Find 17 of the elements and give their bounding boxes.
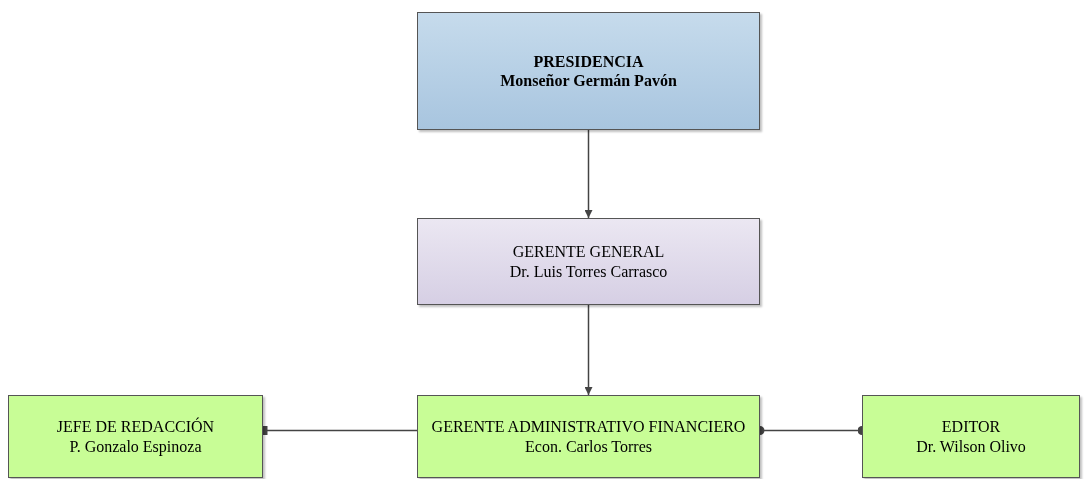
- org-box: [417, 395, 760, 478]
- role-title: GERENTE ADMINISTRATIVO FINANCIERO: [431, 417, 746, 437]
- person-name: Dr. Wilson Olivo: [916, 436, 1026, 456]
- role-title: JEFE DE REDACCIÓN: [56, 417, 215, 437]
- org-box: [417, 218, 760, 305]
- role-title: PRESIDENCIA: [533, 51, 644, 71]
- person-name: P. Gonzalo Espinoza: [69, 436, 202, 456]
- org-box: [8, 395, 263, 478]
- person-name: Monseñor Germán Pavón: [500, 71, 677, 91]
- connector: [584, 304, 593, 396]
- org-box: [417, 12, 760, 130]
- person-name: Econ. Carlos Torres: [525, 436, 652, 456]
- role-title: EDITOR: [941, 417, 1001, 437]
- role-title: GERENTE GENERAL: [512, 242, 665, 262]
- org-box: [862, 395, 1080, 478]
- person-name: Dr. Luis Torres Carrasco: [509, 261, 668, 281]
- connector: [584, 129, 593, 219]
